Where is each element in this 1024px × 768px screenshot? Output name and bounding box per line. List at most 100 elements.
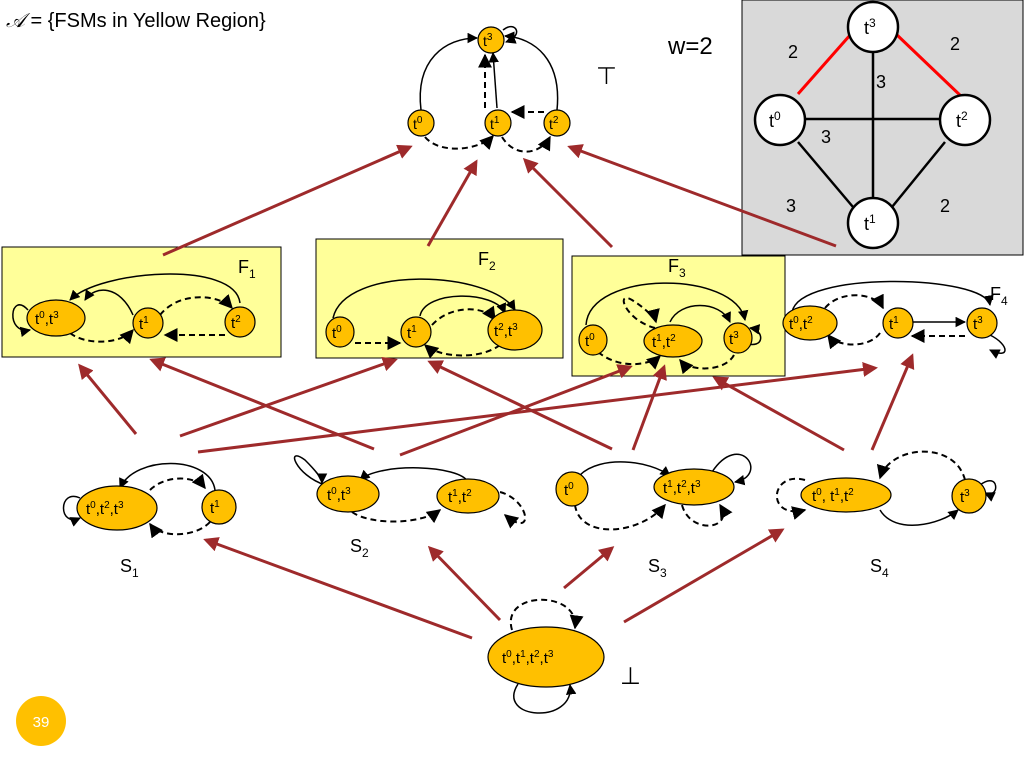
fsm-s3: S3 t0 t1,t2,t3 [555, 453, 752, 580]
fsm-f2-title: F2 [478, 249, 496, 273]
f2-state-t0-label: t0 [332, 324, 342, 342]
s3-edge-a-b [579, 461, 671, 477]
arrow-f3-top [522, 157, 614, 249]
s3-state-t1-t2-t3 [653, 468, 735, 506]
fsm-s1: S1 t0,t2,t3 t1 [62, 462, 237, 580]
graph-node-t2-label: t2 [956, 109, 968, 131]
top-node-t3-label: t3 [483, 32, 493, 49]
s1-edge-b-a [119, 462, 216, 491]
f4-loop-c [989, 334, 1006, 359]
edge-t0-t3 [796, 33, 853, 95]
arrow-f2-top [426, 159, 478, 247]
s1-state-t1 [201, 489, 237, 525]
arrow-f1-top [162, 144, 413, 257]
top-node-t3 [477, 26, 505, 54]
s1-state-t0-t2-t3 [76, 485, 158, 531]
s3-state-t1-t2-t3-label: t1,t2,t3 [663, 479, 701, 497]
arrow-s4-f4 [870, 353, 915, 451]
arrow-s1-f4 [197, 362, 878, 454]
top-node-t0 [407, 109, 435, 137]
top-fsm: t3 t0 t1 t2 [407, 25, 571, 153]
top-node-t1-label: t1 [490, 115, 500, 132]
f2-state-t1-label: t1 [407, 324, 417, 342]
arrow-bottom-s4 [623, 528, 785, 624]
weight-t0-t2: 3 [821, 127, 831, 147]
f4-state-t1 [882, 307, 914, 339]
edge-t3-t2 [894, 32, 965, 100]
s1-loop-a [62, 495, 81, 527]
weighted-graph-panel: t3 t0 t2 t1 2 2 3 3 3 2 [741, 0, 1024, 256]
f4-state-t3 [966, 307, 998, 339]
top-edge-t1-t3 [488, 51, 499, 109]
f3-state-t3-label: t3 [729, 330, 739, 348]
f1-state-t0-t3 [26, 299, 86, 337]
s4-state-t3-label: t3 [960, 488, 970, 506]
fsm-f4: F4 t0,t2 t1 t3 [782, 280, 1008, 359]
bottom-state-all-label: t0,t1,t2,t3 [502, 649, 554, 667]
f1-edge-a-b [69, 328, 134, 345]
s1-state-t0-t2-t3-label: t0,t2,t3 [86, 500, 124, 518]
arrow-bottom-s1 [203, 537, 473, 640]
f1-state-t1-label: t1 [139, 315, 149, 333]
s4-edge-a-b [879, 509, 959, 526]
fsm-s2-title: S2 [350, 536, 369, 560]
graph-node-t1-label: t1 [864, 212, 876, 234]
fsm-f2: F2 t0 t1 t2,t3 [325, 249, 543, 359]
edge-t2-t1 [891, 141, 946, 208]
graph-node-t3 [846, 0, 900, 54]
order-arrows [78, 144, 915, 640]
f2-edge-b-c [419, 295, 507, 317]
f2-edge-c-b [423, 344, 501, 359]
graph-node-t3-label: t3 [864, 16, 876, 38]
fsm-f1-title: F1 [238, 257, 256, 281]
top-edge-t0-t3 [419, 32, 479, 111]
fsm-s1-title: S1 [120, 556, 139, 580]
edge-t0-t1 [797, 141, 854, 208]
s4-loop-b [979, 480, 997, 502]
top-loop-t3 [502, 25, 518, 44]
f3-edge-a-b [597, 351, 662, 370]
weight-t0-t1: 3 [786, 196, 796, 216]
weight-t3-t2: 2 [950, 34, 960, 54]
s4-state-t3 [951, 478, 987, 514]
f1-state-t1 [132, 307, 164, 339]
s3-edge-a-b-dashed [574, 503, 666, 531]
arrow-s1-f1 [78, 363, 138, 435]
page-number: 39 [33, 714, 50, 731]
f4-edge-a-b [824, 293, 884, 310]
top-node-t0-label: t0 [413, 115, 423, 132]
arrow-bottom-s3 [563, 546, 615, 590]
bottom-state-all [487, 626, 605, 688]
weight-t3-t1: 3 [876, 72, 886, 92]
f1-state-t2 [224, 306, 256, 338]
graph-node-t1 [846, 196, 900, 250]
fsm-f3: F3 t0 t1,t2 t3 [578, 256, 762, 375]
graph-node-t0-label: t0 [769, 109, 781, 131]
f1-edge-b-c [159, 293, 233, 316]
f3-edge-a-c [585, 282, 749, 326]
f1-state-t2-label: t2 [231, 314, 241, 332]
header-title: 𝒜 = {FSMs in Yellow Region} [6, 10, 266, 32]
graph-node-t2 [938, 93, 992, 147]
f4-edge-b-a [827, 332, 881, 350]
arrow-s2-f3 [399, 364, 633, 457]
f4-state-t3-label: t3 [973, 315, 983, 333]
top-edge-t1-t2 [501, 135, 551, 153]
page-number-badge [16, 696, 66, 746]
fsm-s3-title: S3 [648, 556, 667, 580]
arrow-s4-f3 [712, 376, 845, 452]
top-node-t2-label: t2 [549, 115, 559, 132]
fsm-s4-title: S4 [870, 556, 889, 580]
s1-edge-b-a-dashed [149, 521, 211, 539]
fsm-s4: S4 t0, t1,t2 t3 [775, 450, 997, 580]
f3-state-t3 [723, 322, 753, 354]
f4-edge-a-c [791, 280, 994, 313]
bottom-loop-solid [513, 683, 577, 714]
fsm-f1: F1 t0,t3 t1 t2 [12, 257, 256, 345]
s4-edge-b-a [876, 450, 966, 481]
weight-t0-t3: 2 [788, 42, 798, 62]
f2-edge-a-c [332, 278, 516, 319]
arrow-s3-f3 [631, 364, 667, 451]
weight-t2-t1: 2 [940, 196, 950, 216]
